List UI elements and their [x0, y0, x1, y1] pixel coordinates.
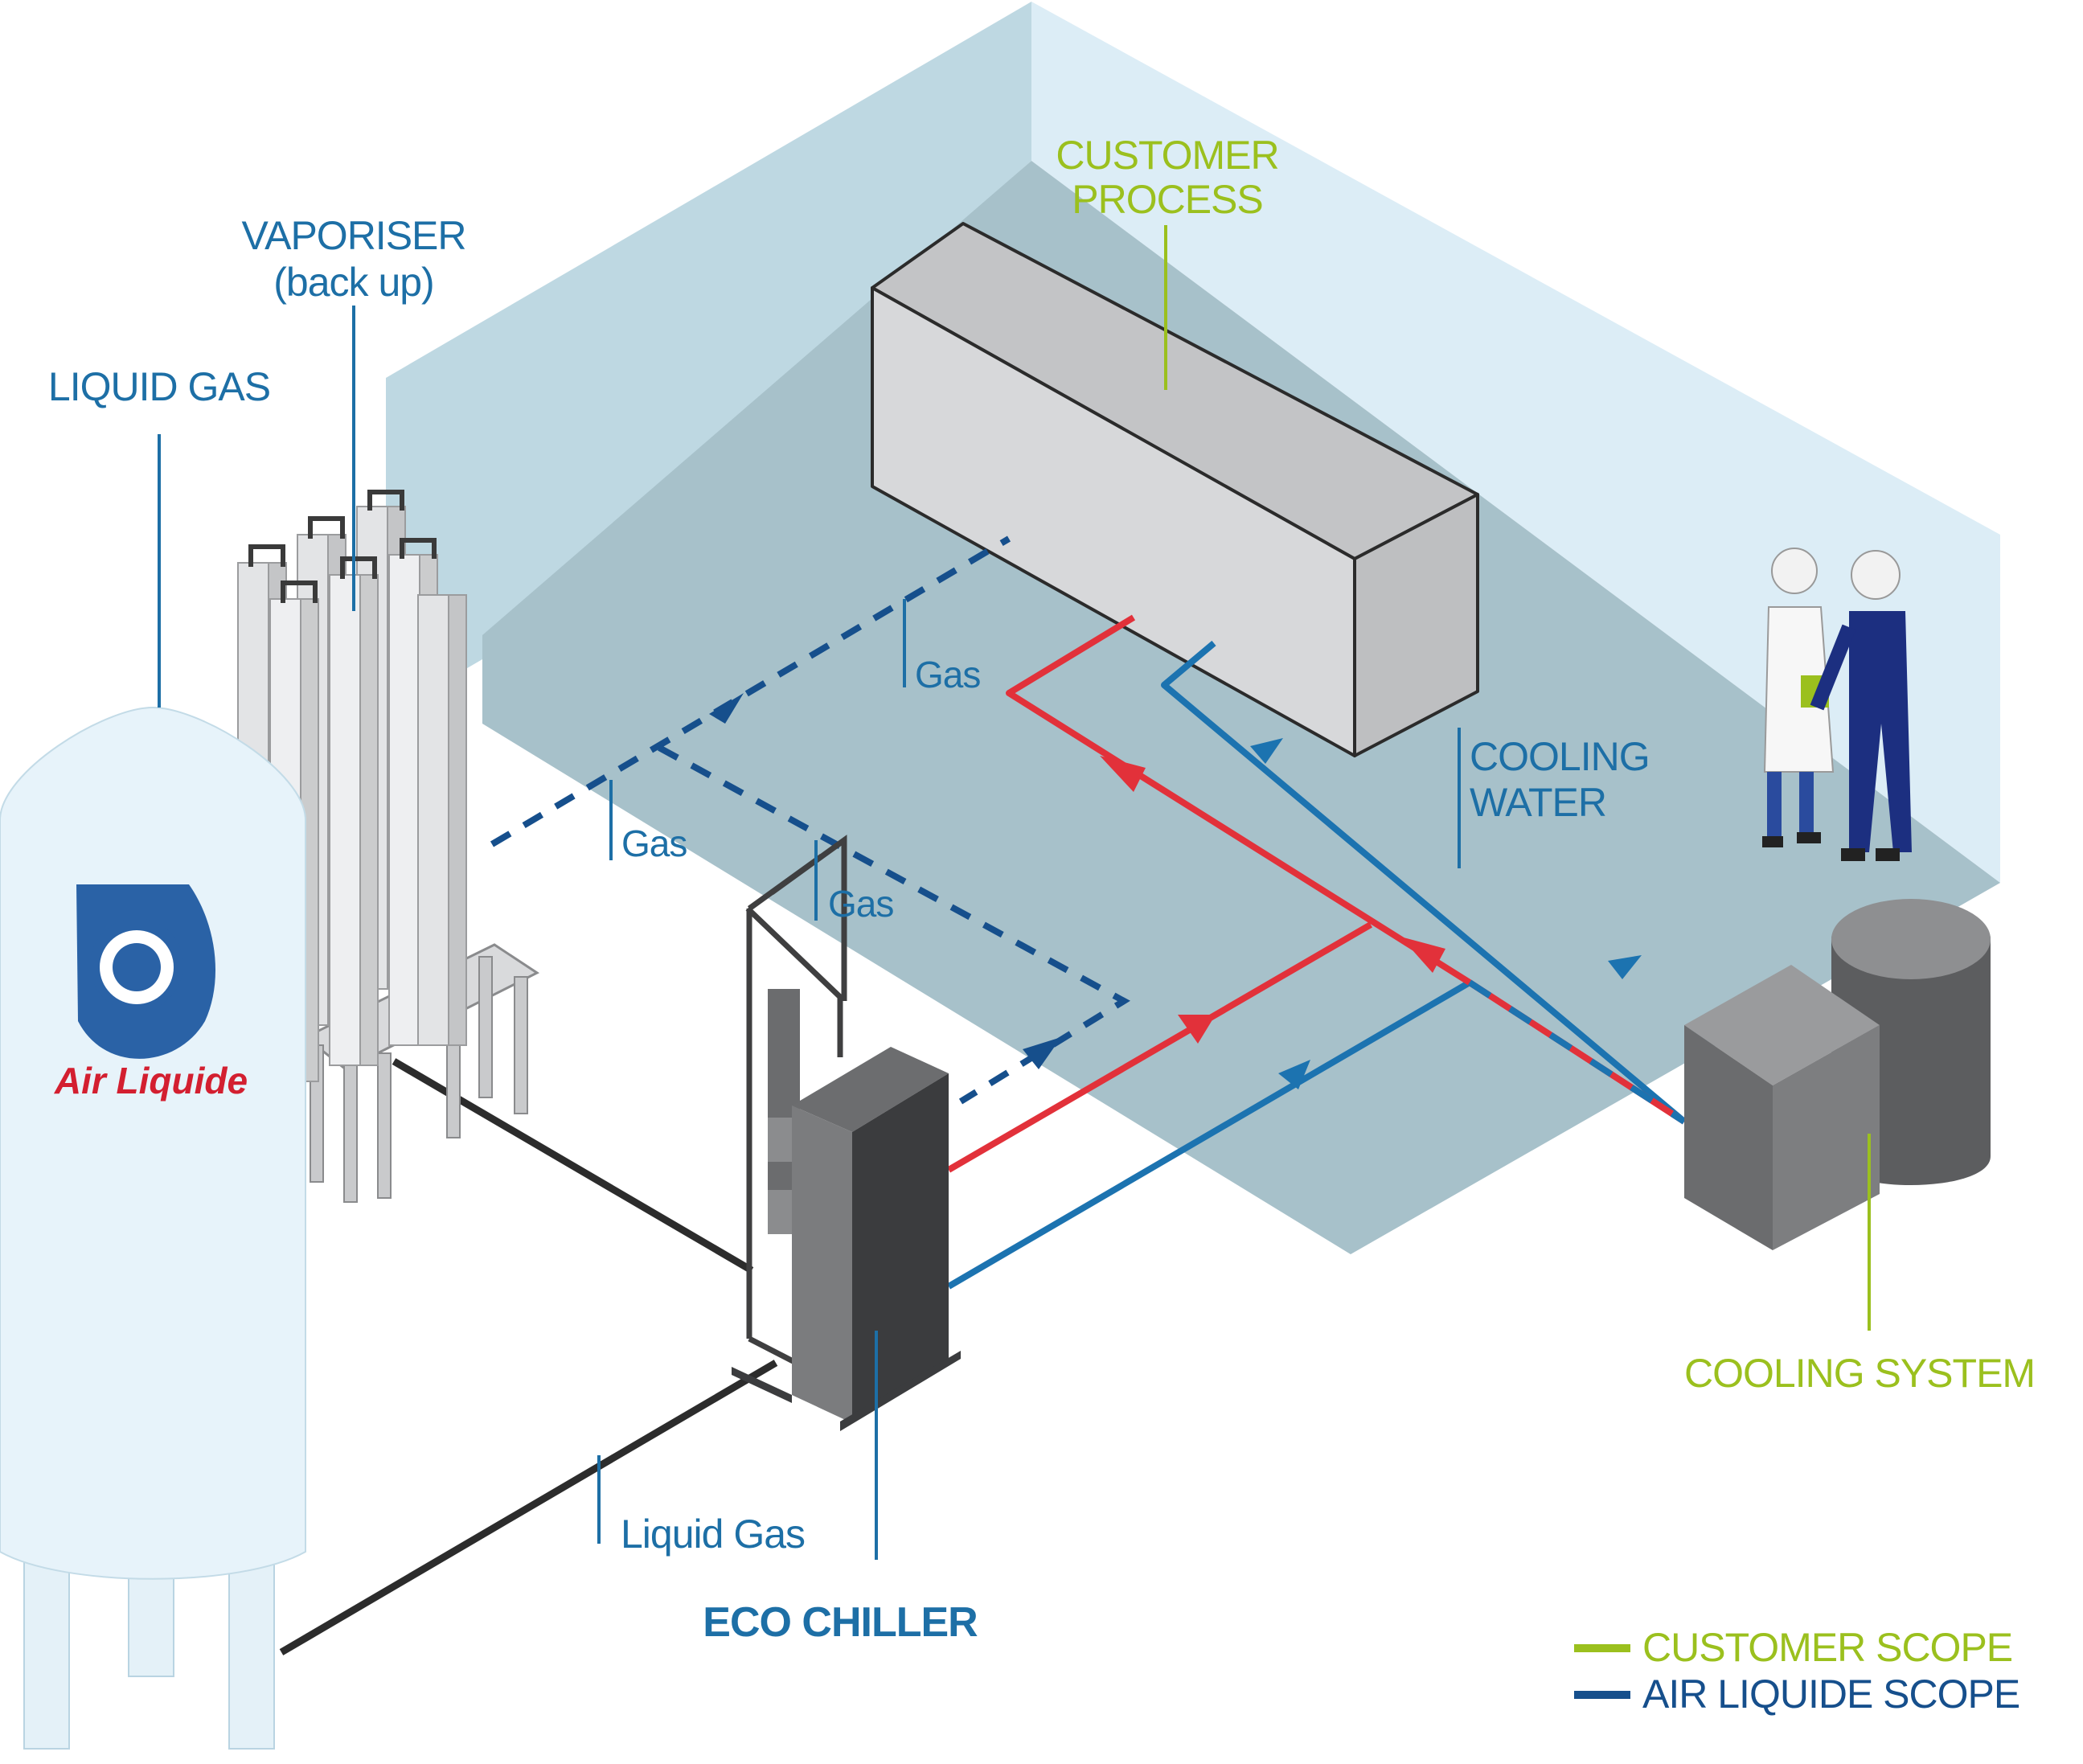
process-box-side: [1353, 493, 1479, 757]
customer-process-box: [871, 222, 1479, 757]
gas-line-main: [490, 535, 1011, 847]
room-floor: [482, 161, 2000, 1254]
cooling-arrow-1: [1250, 738, 1283, 764]
person-air-liquide: [1810, 550, 1912, 861]
vaporiser-label-2: (back up): [273, 260, 433, 305]
gas-label-middle: Gas: [828, 883, 893, 925]
gas-line-branch: [658, 745, 1130, 1105]
chiller-side: [792, 1106, 852, 1423]
liquid-gas-tank: Air Liquide: [0, 706, 306, 1750]
mixed-line-blue: [1467, 979, 1687, 1125]
room: [386, 2, 2000, 1254]
hot-line-main: [1006, 614, 1472, 986]
cooling-arrow-2: [1608, 955, 1642, 979]
customer-process-label-2: PROCESS: [1072, 177, 1263, 222]
leader-lines: [158, 225, 1871, 1560]
liquid-gas-line-label: Liquid Gas: [621, 1512, 805, 1557]
legend-label-customer: CUSTOMER SCOPE: [1642, 1625, 2012, 1670]
legend: CUSTOMER SCOPE AIR LIQUIDE SCOPE: [1574, 1625, 2020, 1717]
hot-line-branch: [946, 921, 1373, 1173]
hot-arrow-3: [1178, 1015, 1216, 1044]
legend-label-air-liquide: AIR LIQUIDE SCOPE: [1642, 1672, 2019, 1717]
vaporiser-label-1: VAPORISER: [241, 213, 465, 258]
labels: CUSTOMER PROCESS VAPORISER (back up) LIQ…: [48, 133, 2036, 1646]
gas-lines: [490, 535, 1130, 1105]
legend-item-customer-scope: CUSTOMER SCOPE: [1574, 1625, 2013, 1670]
cooling-water-label-1: COOLING: [1470, 734, 1650, 779]
room-wall-right: [1031, 2, 2000, 883]
cooling-supply-line: [946, 979, 1472, 1290]
cooling-unit-side: [1773, 1025, 1880, 1250]
vaporiser-u-bends: [248, 490, 437, 603]
brand-name: Air Liquide: [54, 1060, 248, 1101]
cooling-water-label-2: WATER: [1470, 780, 1606, 825]
eco-chiller-label: ECO CHILLER: [703, 1599, 978, 1646]
gas-arrow-up: [709, 693, 744, 724]
cooling-return-line: [1161, 640, 1687, 1125]
cooling-system-label: COOLING SYSTEM: [1684, 1351, 2035, 1396]
cooling-arrow-3: [1278, 1060, 1310, 1089]
tank-body: [0, 706, 306, 1580]
cooling-unit-front: [1684, 1025, 1773, 1250]
hot-water-lines: [946, 614, 1472, 1173]
gas-label-top: Gas: [915, 654, 980, 695]
chiller-frame: [745, 835, 847, 1370]
people: [1762, 548, 1912, 861]
hot-arrow-1: [1100, 756, 1146, 792]
hot-arrow-2: [1400, 937, 1445, 973]
chiller-top: [792, 1047, 949, 1132]
room-wall-left: [386, 2, 1031, 716]
legend-item-air-liquide-scope: AIR LIQUIDE SCOPE: [1574, 1672, 2020, 1717]
liquid-line-to-tank: [279, 1360, 778, 1655]
cooling-unit-top: [1684, 965, 1880, 1085]
cooling-water-lines: [946, 640, 1687, 1290]
cooling-system: [1684, 899, 1991, 1250]
liquid-gas-tank-label: LIQUID GAS: [48, 364, 270, 409]
air-liquide-logo-icon: [76, 884, 216, 1059]
customer-process-label-1: CUSTOMER: [1056, 133, 1278, 178]
gas-arrow-right: [1023, 1037, 1061, 1069]
gas-label-left: Gas: [621, 823, 687, 864]
